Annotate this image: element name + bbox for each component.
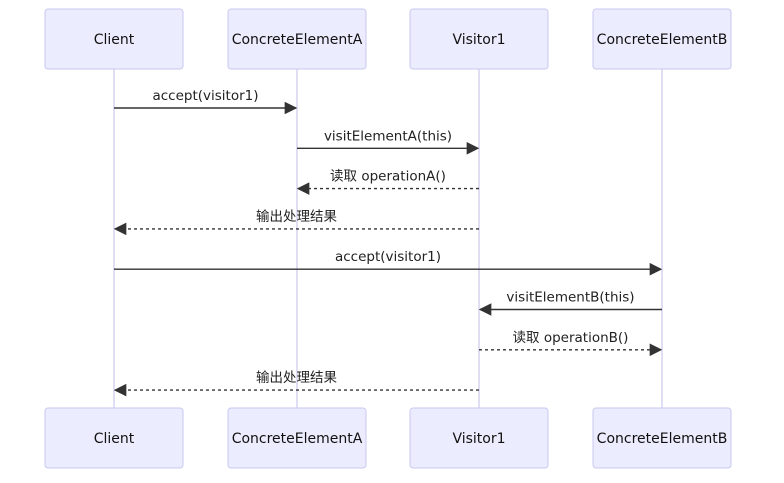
actor-elemB-bottom: ConcreteElementB xyxy=(592,407,732,469)
actor-box xyxy=(592,8,732,70)
actor-label: Client xyxy=(94,32,135,48)
message-1: accept(visitor1) xyxy=(114,88,298,115)
message-5: accept(visitor1) xyxy=(114,249,663,276)
actor-box xyxy=(409,407,549,469)
message-label: 输出处理结果 xyxy=(256,370,337,386)
message-8: 输出处理结果 xyxy=(113,370,479,397)
actor-client-top: Client xyxy=(44,8,184,70)
actor-label: ConcreteElementA xyxy=(232,431,363,447)
actor-elemA-bottom: ConcreteElementA xyxy=(227,407,367,469)
actor-box xyxy=(227,407,367,469)
actor-label: ConcreteElementA xyxy=(232,32,363,48)
message-label: 输出处理结果 xyxy=(256,209,337,225)
actor-label: Client xyxy=(94,431,135,447)
message-label: accept(visitor1) xyxy=(335,249,441,265)
actor-label: Visitor1 xyxy=(452,32,505,48)
message-label: visitElementA(this) xyxy=(324,128,452,144)
message-6: visitElementB(this) xyxy=(478,290,662,316)
actor-box xyxy=(409,8,549,70)
actor-label: ConcreteElementB xyxy=(597,32,728,48)
actor-visitor1-top: Visitor1 xyxy=(409,8,549,70)
actor-label: Visitor1 xyxy=(452,431,505,447)
actor-elemB-top: ConcreteElementB xyxy=(592,8,732,70)
actor-box xyxy=(44,407,184,469)
message-label: visitElementB(this) xyxy=(506,290,634,306)
message-4: 输出处理结果 xyxy=(113,209,479,236)
actor-box xyxy=(592,407,732,469)
actor-elemA-top: ConcreteElementA xyxy=(227,8,367,70)
message-label: 读取 operationB() xyxy=(513,330,629,346)
message-3: 读取 operationA() xyxy=(296,169,479,195)
message-7: 读取 operationB() xyxy=(479,330,663,357)
message-2: visitElementA(this) xyxy=(297,128,480,155)
actor-visitor1-bottom: Visitor1 xyxy=(409,407,549,469)
message-label: accept(visitor1) xyxy=(152,88,258,104)
actor-client-bottom: Client xyxy=(44,407,184,469)
actor-box xyxy=(44,8,184,70)
actor-box xyxy=(227,8,367,70)
actor-label: ConcreteElementB xyxy=(597,431,728,447)
message-label: 读取 operationA() xyxy=(330,169,446,185)
